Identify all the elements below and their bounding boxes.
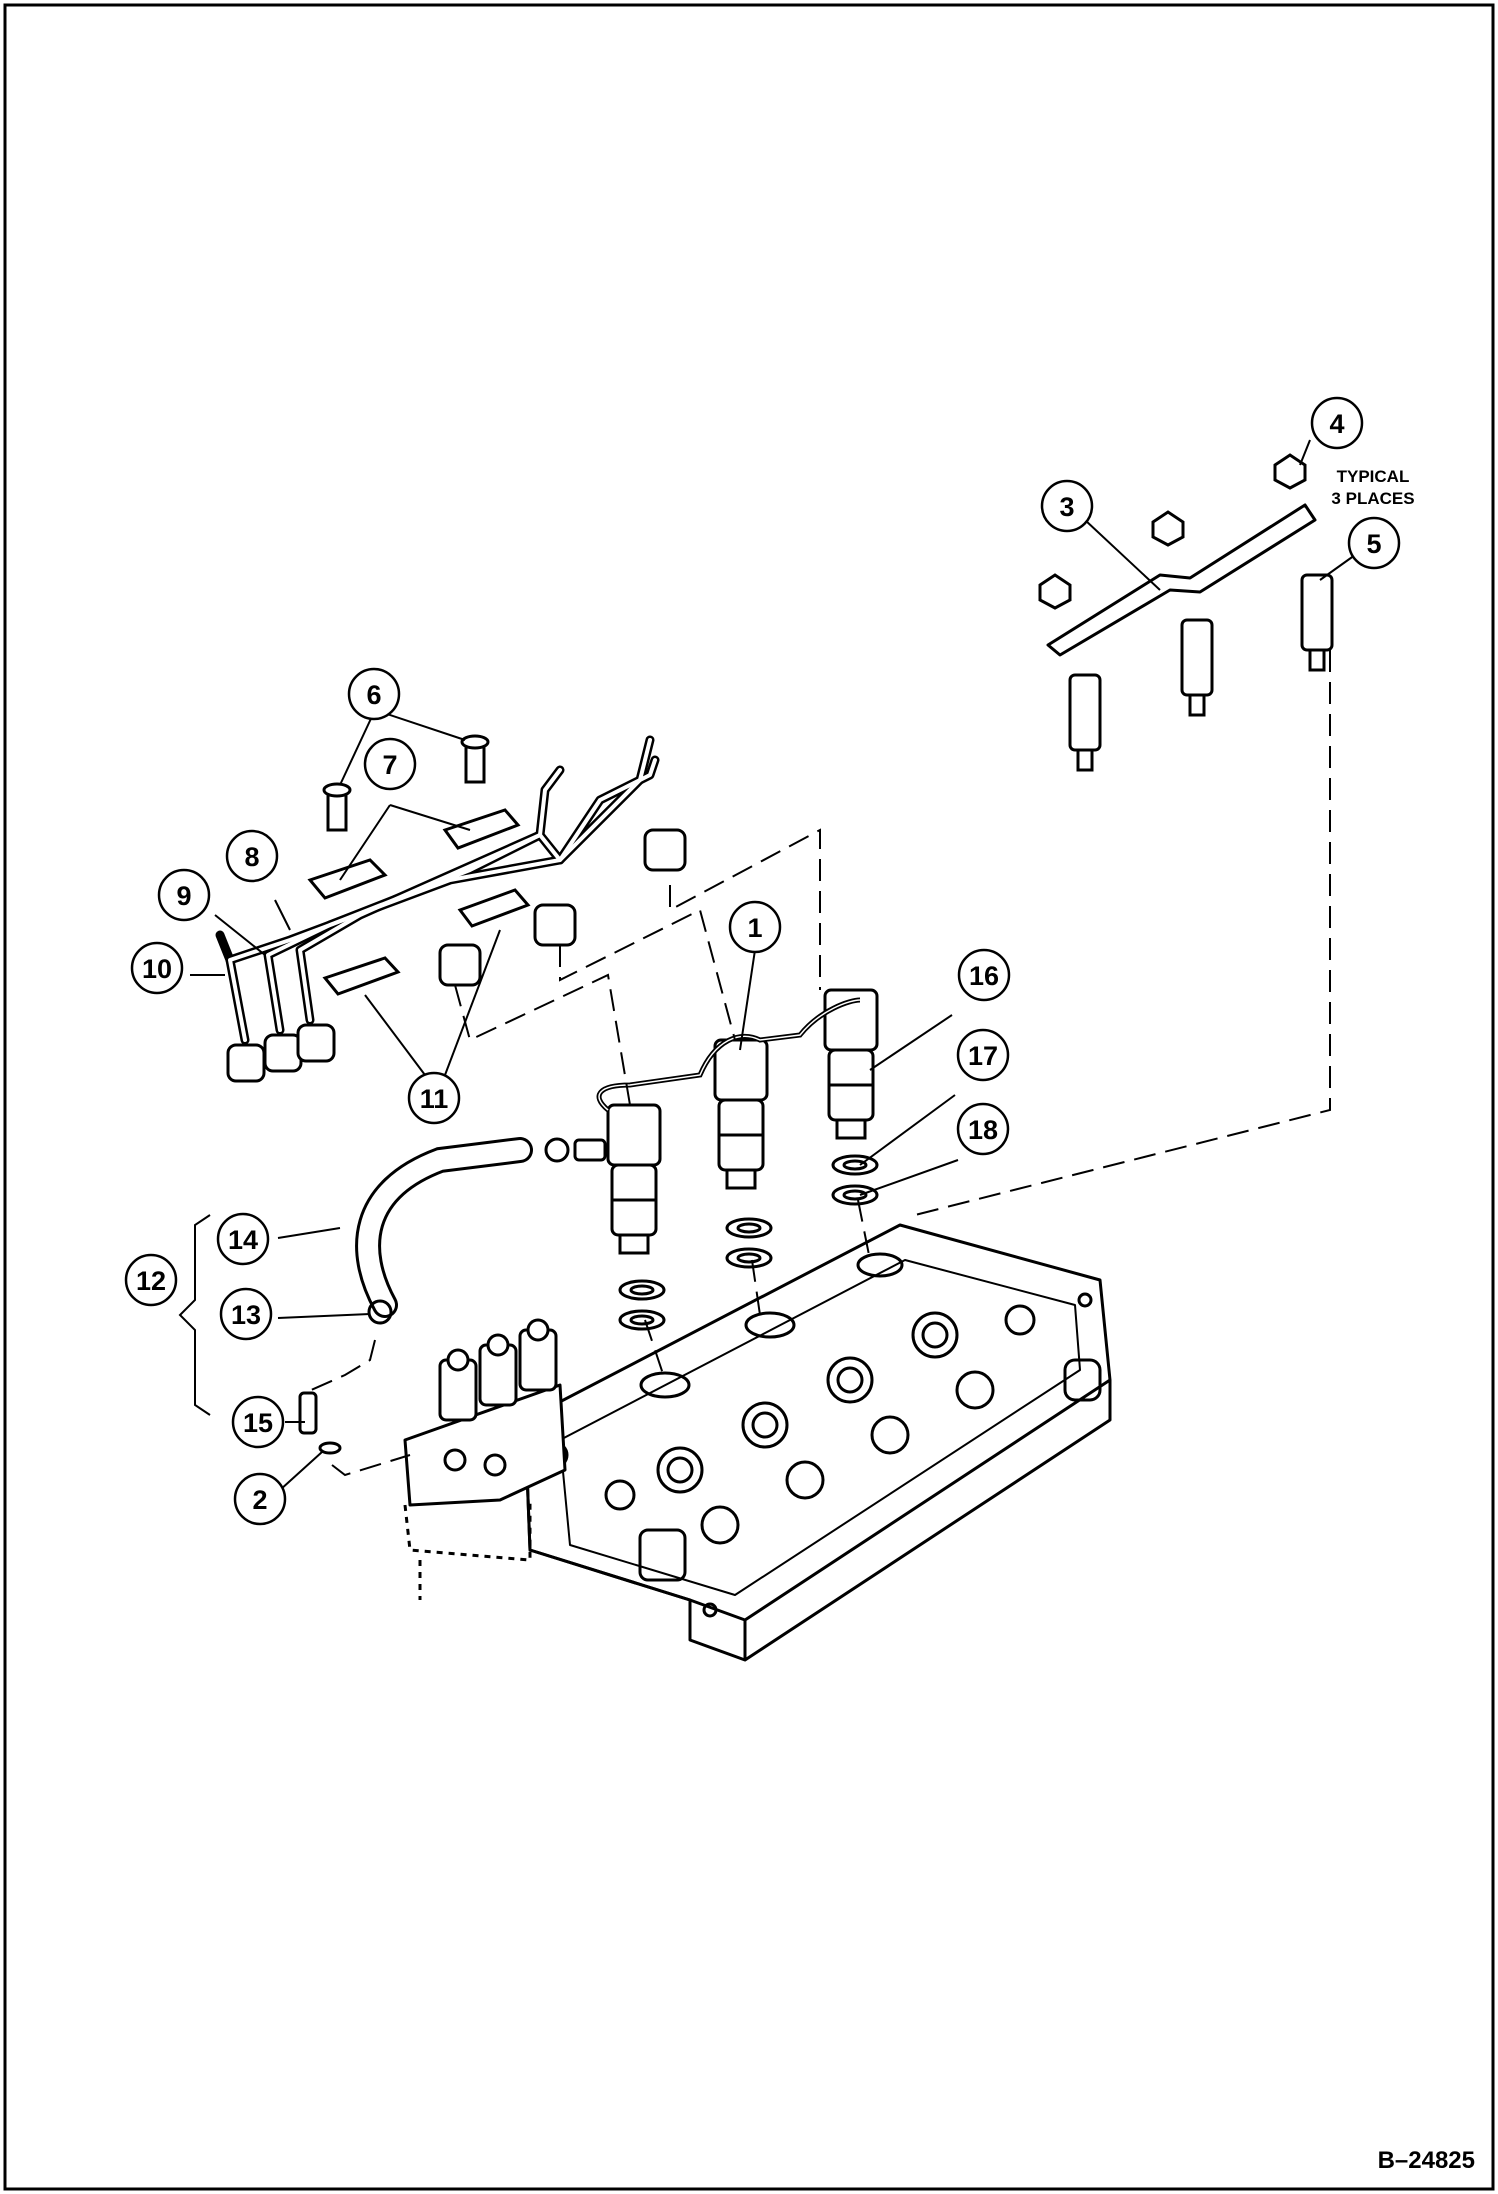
glow-plugs — [1068, 573, 1334, 772]
callout-1: 1 — [728, 900, 782, 954]
callout-5: 5 — [1347, 516, 1401, 570]
svg-text:17: 17 — [968, 1041, 998, 1071]
callout-13: 13 — [219, 1287, 273, 1341]
nozzle-holder-right — [823, 988, 879, 1140]
callout-2: 2 — [233, 1472, 287, 1526]
svg-text:12: 12 — [136, 1266, 166, 1296]
svg-text:3: 3 — [1059, 492, 1074, 522]
callout-8: 8 — [225, 829, 279, 883]
nozzle-holder-left — [606, 1103, 662, 1255]
callout-14: 14 — [216, 1212, 270, 1266]
page-border — [3, 3, 1495, 2191]
svg-text:8: 8 — [244, 842, 259, 872]
glow-plug-lead — [1046, 503, 1317, 657]
callout-7: 7 — [363, 737, 417, 791]
figure-id: B–24825 — [1378, 2147, 1475, 2174]
callout-11: 11 — [407, 1071, 461, 1125]
return-hose — [355, 1137, 533, 1318]
callout-4: 4 — [1310, 396, 1364, 450]
svg-text:1: 1 — [747, 913, 762, 943]
callouts: 1 2 3 4 5 6 7 8 9 10 11 12 13 14 15 — [124, 396, 1401, 1526]
glow-plug-nuts — [1038, 453, 1307, 610]
svg-text:11: 11 — [420, 1084, 449, 1114]
svg-text:10: 10 — [142, 954, 172, 984]
callout-6: 6 — [347, 667, 401, 721]
injection-pump — [403, 1318, 567, 1600]
svg-text:18: 18 — [968, 1115, 998, 1145]
pipe-nuts — [226, 828, 687, 1083]
callout-3: 3 — [1040, 479, 1094, 533]
note-line-2: 3 PLACES — [1331, 489, 1414, 508]
nozzle-holder-middle — [713, 1038, 769, 1190]
callout-12: 12 — [124, 1253, 178, 1307]
leader-lines — [178, 439, 1356, 1491]
svg-text:9: 9 — [176, 881, 191, 911]
svg-text:7: 7 — [382, 750, 397, 780]
svg-text:6: 6 — [366, 680, 381, 710]
banjo-fitting — [298, 1138, 607, 1455]
svg-text:16: 16 — [969, 961, 999, 991]
callout-17: 17 — [956, 1028, 1010, 1082]
svg-text:13: 13 — [231, 1300, 261, 1330]
callout-15: 15 — [231, 1395, 285, 1449]
callout-9: 9 — [157, 868, 211, 922]
callout-10: 10 — [130, 941, 184, 995]
hose-clamps — [367, 1137, 570, 1325]
assembly-lines — [299, 650, 1331, 1477]
svg-text:15: 15 — [243, 1408, 273, 1438]
callout-18: 18 — [956, 1102, 1010, 1156]
note-line-1: TYPICAL — [1337, 467, 1410, 486]
svg-text:14: 14 — [228, 1225, 258, 1255]
svg-text:4: 4 — [1329, 409, 1344, 439]
clamp-bolts — [322, 734, 490, 832]
svg-text:2: 2 — [252, 1485, 267, 1515]
pipe-clamps — [307, 808, 531, 996]
cylinder-head — [523, 1223, 1112, 1662]
callout-16: 16 — [957, 948, 1011, 1002]
injection-pipes — [215, 735, 660, 1045]
svg-text:5: 5 — [1366, 529, 1381, 559]
